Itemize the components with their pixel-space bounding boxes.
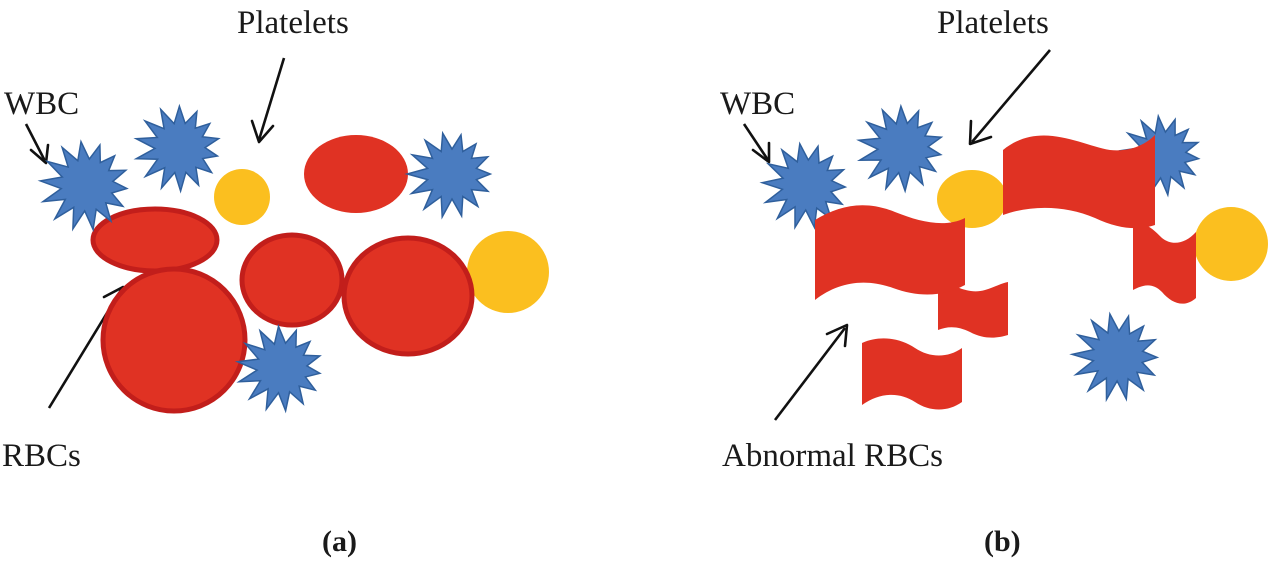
- panel-b-wbc-2: [856, 103, 944, 194]
- panel-b-wbc-label: WBC: [720, 86, 795, 122]
- panel-a-caption: (a): [322, 525, 357, 558]
- panel-a-platelet-1: [214, 169, 270, 225]
- panel-a-rbc-5: [341, 235, 475, 357]
- panel-a: Platelets WBC RBCs (a): [2, 5, 549, 558]
- panel-b-abnormal-rbc-2: [1133, 223, 1196, 304]
- panel-a-platelet-2: [467, 231, 549, 313]
- panel-a-wbc-arrow: [24, 123, 50, 165]
- panel-b-caption: (b): [984, 525, 1021, 558]
- panel-b-rbc-label: Abnormal RBCs: [722, 438, 943, 474]
- panel-a-rbc-3: [100, 266, 248, 414]
- panel-a-platelets-label: Platelets: [237, 5, 349, 41]
- panel-a-rbc-1: [304, 135, 408, 213]
- panel-b-wbc-arrow: [742, 123, 771, 164]
- panel-b-abnormal-rbc-1: [1003, 135, 1155, 229]
- panel-a-rbc-2: [90, 206, 220, 274]
- panel-b-rbc-arrow: [773, 323, 849, 421]
- panel-b-platelet-1: [937, 170, 1007, 228]
- panel-b: Platelets WBC Abnormal RBCs (b): [720, 5, 1268, 558]
- panel-a-rbc-label: RBCs: [2, 438, 81, 474]
- panel-b-abnormal-rbc-5: [862, 338, 962, 410]
- panel-b-platelets-label: Platelets: [937, 5, 1049, 41]
- panel-a-rbc-4: [239, 232, 345, 328]
- panel-b-platelet-2: [1194, 207, 1268, 281]
- panel-b-wbc-4: [1069, 311, 1160, 403]
- panel-a-wbc-1: [37, 139, 129, 233]
- panel-a-platelets-arrow: [250, 57, 286, 144]
- panel-b-wbc-1: [759, 141, 848, 231]
- panel-a-wbc-label: WBC: [4, 86, 79, 122]
- panel-a-wbc-2: [133, 103, 221, 194]
- panel-b-platelets-arrow: [968, 49, 1051, 146]
- panel-b-abnormal-rbc-3: [938, 280, 1008, 338]
- panel-a-wbc-4: [234, 323, 322, 414]
- panel-b-abnormal-rbc-4: [815, 205, 965, 300]
- panel-a-wbc-3: [404, 130, 493, 220]
